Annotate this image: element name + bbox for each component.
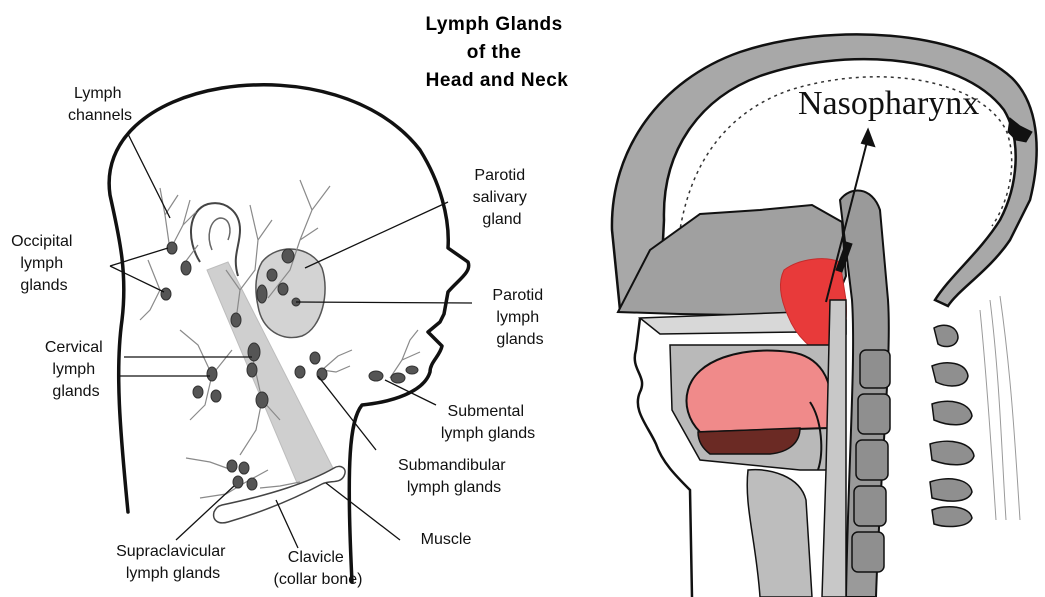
label-supraclavicular-lymph-glands: Supraclavicular lymph glands <box>116 543 230 582</box>
nasopharynx-figure: Nasopharynx <box>612 34 1037 597</box>
clavicle-bone <box>214 466 345 522</box>
lymph-channel-network <box>140 180 420 498</box>
ear <box>191 203 240 276</box>
spinous-processes <box>930 325 974 526</box>
lymph-glands-figure: Lymph Glands of the Head and Neck <box>11 14 568 588</box>
mouth-floor <box>698 428 800 454</box>
label-cervical-lymph-glands: Cervical lymph glands <box>45 339 107 400</box>
label-parotid-lymph-glands: Parotid lymph glands <box>492 287 547 348</box>
neck-soft-tissue <box>980 296 1020 520</box>
larynx <box>747 470 812 597</box>
label-submandibular-lymph-glands: Submandibular lymph glands <box>398 457 510 496</box>
ear-inner <box>209 218 230 250</box>
label-nasopharynx: Nasopharynx <box>798 85 979 122</box>
figure-title: Lymph Glands of the Head and Neck <box>425 14 568 91</box>
label-muscle: Muscle <box>421 531 472 548</box>
label-lymph-channels: Lymph channels <box>68 85 132 124</box>
label-parotid-salivary-gland: Parotid salivary gland <box>473 167 532 228</box>
label-occipital-lymph-glands: Occipital lymph glands <box>11 233 77 294</box>
label-submental-lymph-glands: Submental lymph glands <box>441 403 535 442</box>
